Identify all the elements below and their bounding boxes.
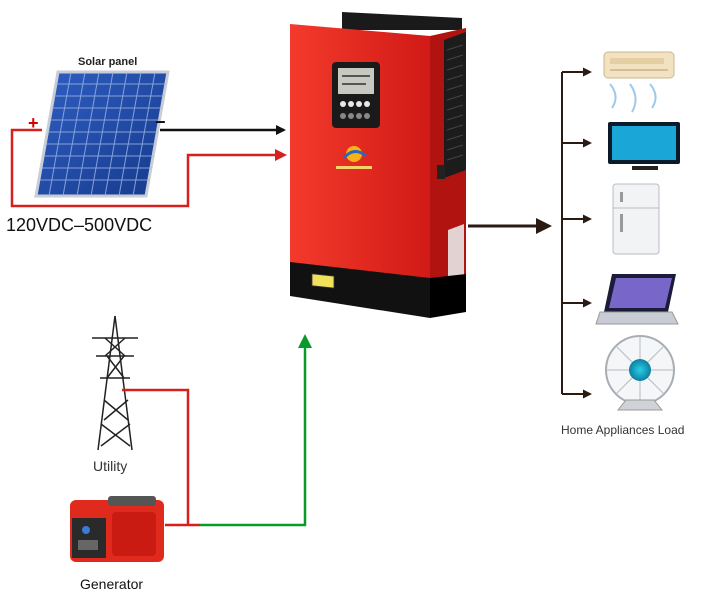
positive-terminal-label: + [28, 113, 39, 133]
laptop-icon [595, 274, 679, 325]
solar-panel-icon [34, 70, 170, 198]
ac-input-wire [200, 334, 312, 527]
pv-positive-wire [10, 128, 287, 208]
load-bus [561, 67, 592, 399]
negative-terminal-label: − [155, 112, 166, 132]
pv-voltage-label: 120VDC–500VDC [6, 215, 153, 235]
solar-panel-label: Solar panel [78, 56, 138, 68]
home-appliances-load-label: Home Appliances Load [561, 423, 685, 437]
refrigerator-icon [612, 183, 660, 255]
television-icon [608, 122, 680, 170]
sun-logo-icon [336, 146, 372, 169]
inverter-unit [290, 12, 466, 318]
generator-icon [70, 496, 164, 562]
utility-label: Utility [93, 458, 128, 474]
utility-wire [122, 388, 190, 525]
generator-label: Generator [80, 576, 144, 592]
fan-icon [605, 335, 675, 411]
utility-tower-icon [92, 315, 138, 451]
air-conditioner-icon [603, 51, 675, 113]
